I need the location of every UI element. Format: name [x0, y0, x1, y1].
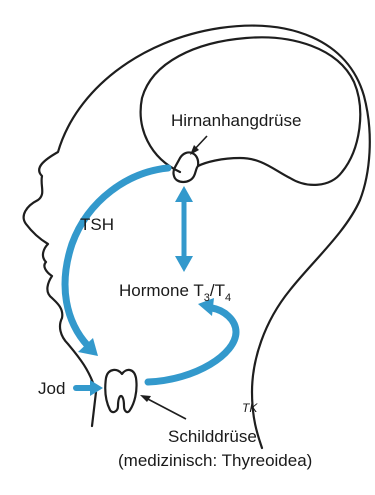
thyroid-label: Schilddrüse: [168, 427, 257, 446]
feedback-arrow-head-up: [175, 186, 193, 202]
hormones-label-main: Hormone T: [119, 281, 204, 300]
pituitary-label: Hirnanhangdrüse: [171, 111, 301, 130]
iodine-label: Jod: [38, 379, 65, 398]
tsh-arrow: [65, 168, 168, 346]
tsh-label: TSH: [80, 215, 114, 234]
hormone-arrow: [148, 308, 236, 382]
hormones-label-sub4: 4: [225, 292, 231, 304]
thyroid-medical-label: (medizinisch: Thyreoidea): [118, 451, 312, 470]
pituitary-gland: [173, 152, 198, 182]
artist-signature: TK: [242, 401, 258, 415]
thyroid-gland: [105, 370, 136, 412]
feedback-arrow-head-down: [175, 256, 193, 272]
hormones-label-slash: /T: [210, 281, 225, 300]
hormones-label: Hormone T3/T4: [119, 281, 231, 304]
thyroid-pointer-line: [144, 397, 186, 419]
thyroid-pointer-head: [140, 395, 151, 402]
